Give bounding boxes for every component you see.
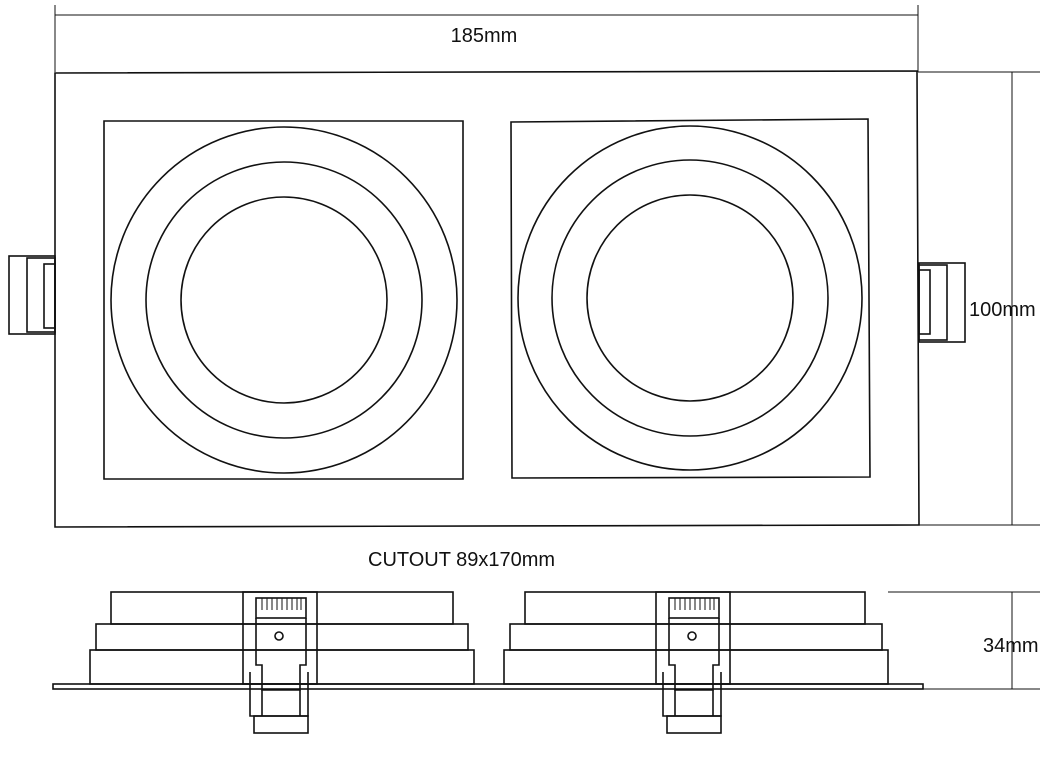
right-side-clip xyxy=(655,591,731,734)
right-square-trim xyxy=(510,118,871,479)
right-lamp-head xyxy=(510,118,871,479)
outer-frame xyxy=(54,70,920,528)
side-base-plate xyxy=(52,683,924,690)
depth-label: 34mm xyxy=(983,635,1039,657)
width-label: 185mm xyxy=(451,25,518,47)
right-inner-ring xyxy=(586,194,794,402)
side-view xyxy=(52,591,924,734)
right-spring-clip xyxy=(918,262,966,343)
top-view xyxy=(8,70,966,528)
right-middle-ring xyxy=(551,159,829,437)
width-dimension: 185mm xyxy=(54,5,919,72)
left-side-clip xyxy=(242,591,318,734)
right-clip-screw xyxy=(687,631,697,641)
left-outer-ring xyxy=(110,126,458,474)
left-inner-ring xyxy=(180,196,388,404)
right-outer-ring xyxy=(517,125,863,471)
left-lamp-head xyxy=(103,120,464,480)
height-label: 100mm xyxy=(969,299,1036,321)
cutout-label: CUTOUT 89x170mm xyxy=(368,549,555,571)
left-clip-screw xyxy=(274,631,284,641)
height-dimension: 100mm xyxy=(918,71,1040,526)
left-middle-ring xyxy=(145,161,423,439)
depth-dimension: 34mm xyxy=(888,591,1040,690)
left-spring-clip xyxy=(8,255,56,335)
left-square-trim xyxy=(103,120,464,480)
